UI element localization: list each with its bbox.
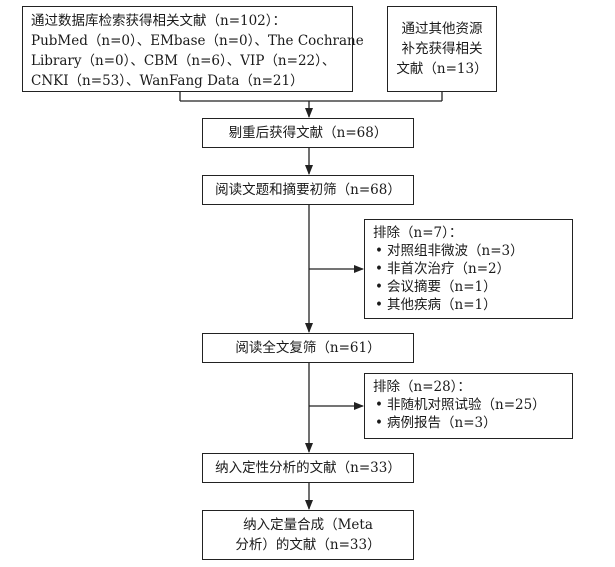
exclusion-1-item: • 非首次治疗（n=2）: [373, 260, 566, 278]
other-sources-line-2: 补充获得相关: [401, 41, 483, 57]
exclusion-1-item: • 对照组非微波（n=3）: [373, 242, 566, 260]
exclusion-1-item: • 其他疾病（n=1）: [373, 296, 566, 314]
database-search-line-1: 通过数据库检索获得相关文献（n=102）：: [31, 13, 287, 29]
bullet-icon: •: [375, 261, 383, 277]
qualitative-label: 纳入定性分析的文献（n=33）: [215, 460, 401, 476]
quantitative-line-2: 分析）的文献（n=33）: [235, 537, 381, 553]
dedup-label: 剔重后获得文献（n=68）: [228, 125, 388, 141]
qualitative-box: 纳入定性分析的文献（n=33）: [202, 453, 414, 483]
exclusion-1-item-text: 非首次治疗（n=2）: [387, 261, 511, 277]
quantitative-box: 纳入定量合成（Meta 分析）的文献（n=33）: [202, 510, 414, 560]
quantitative-line-1: 纳入定量合成（Meta: [243, 517, 373, 533]
exclusion-2-item-text: 非随机对照试验（n=25）: [387, 397, 546, 413]
bullet-icon: •: [375, 415, 383, 431]
bullet-icon: •: [375, 397, 383, 413]
exclusion-1-item-text: 会议摘要（n=1）: [387, 279, 497, 295]
other-sources-line-1: 通过其他资源: [401, 21, 483, 37]
exclusion-2-header: 排除（n=28）：: [373, 379, 471, 395]
database-search-box: 通过数据库检索获得相关文献（n=102）： PubMed（n=0）、EMbase…: [22, 6, 364, 92]
title-abstract-screen-box: 阅读文题和摘要初筛（n=68）: [202, 175, 414, 205]
exclusion-1-item-text: 对照组非微波（n=3）: [387, 243, 524, 259]
fulltext-screen-box: 阅读全文复筛（n=61）: [202, 333, 414, 363]
bullet-icon: •: [375, 243, 383, 259]
database-search-line-2: PubMed（n=0）、EMbase（n=0）、The Cochrane: [31, 33, 364, 49]
database-search-line-4: CNKI（n=53）、WanFang Data（n=21）: [31, 73, 304, 89]
exclusion-2-item: • 非随机对照试验（n=25）: [373, 396, 566, 414]
database-search-line-3: Library（n=0）、CBM（n=6）、VIP（n=22）、: [31, 53, 336, 69]
exclusion-1-item-text: 其他疾病（n=1）: [387, 297, 497, 313]
other-sources-line-3: 文献（n=13）: [396, 61, 488, 77]
other-sources-box: 通过其他资源 补充获得相关 文献（n=13）: [387, 6, 497, 92]
bullet-icon: •: [375, 297, 383, 313]
exclusion-box-2: 排除（n=28）： • 非随机对照试验（n=25） • 病例报告（n=3）: [364, 373, 573, 439]
fulltext-screen-label: 阅读全文复筛（n=61）: [235, 340, 381, 356]
title-abstract-screen-label: 阅读文题和摘要初筛（n=68）: [215, 182, 401, 198]
exclusion-box-1: 排除（n=7）： • 对照组非微波（n=3） • 非首次治疗（n=2） • 会议…: [364, 219, 573, 319]
bullet-icon: •: [375, 279, 383, 295]
exclusion-1-header: 排除（n=7）：: [373, 225, 463, 241]
exclusion-2-item-text: 病例报告（n=3）: [387, 415, 497, 431]
dedup-box: 剔重后获得文献（n=68）: [202, 118, 414, 148]
exclusion-1-item: • 会议摘要（n=1）: [373, 278, 566, 296]
exclusion-2-item: • 病例报告（n=3）: [373, 414, 566, 432]
